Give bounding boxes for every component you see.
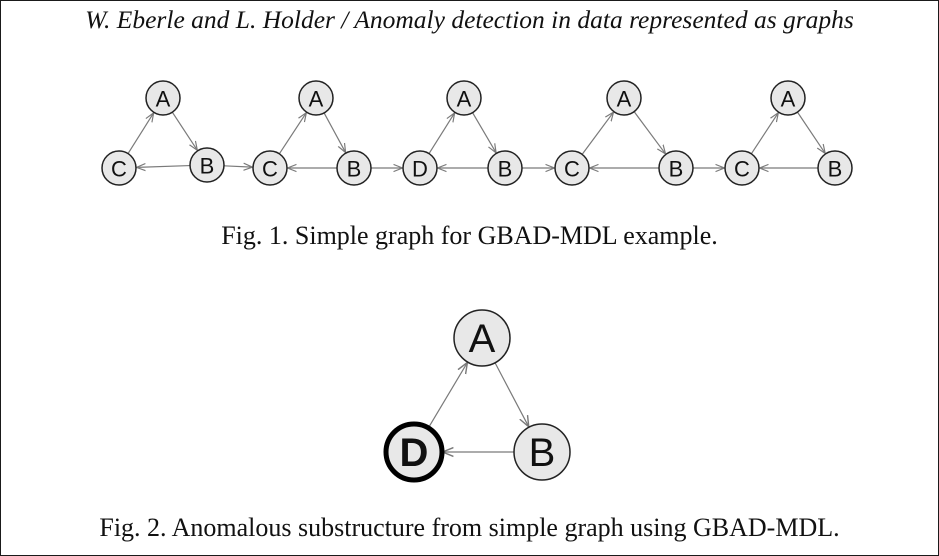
fig1-node-circle (817, 150, 853, 186)
fig1-node-g4b: B (658, 150, 694, 186)
figure-1-graph: A B C A B C A B D A B C A B C (101, 80, 853, 186)
fig1-node-g1c: C (101, 150, 137, 186)
fig1-node-label: C (262, 157, 278, 182)
fig1-edge-g1c-to-g1a (127, 113, 153, 154)
fig2-node-d: D (383, 421, 445, 483)
fig1-node-circle (298, 80, 334, 116)
fig1-node-g3b: B (487, 150, 523, 186)
fig1-node-circle (252, 150, 288, 186)
fig1-node-label: B (498, 157, 513, 182)
fig1-node-label: A (457, 87, 472, 112)
fig1-node-circle (554, 150, 590, 186)
fig1-node-label: C (734, 157, 750, 182)
running-head: W. Eberle and L. Holder / Anomaly detect… (85, 5, 854, 34)
fig1-node-label: A (156, 87, 171, 112)
fig2-node-circle (453, 309, 511, 367)
fig1-edge-g3d-to-g3a (428, 113, 454, 154)
fig1-node-circle (606, 80, 642, 116)
fig1-edge-g2a-to-g2b (323, 112, 345, 152)
fig1-node-circle (336, 150, 372, 186)
fig2-node-circle (383, 421, 445, 483)
fig1-node-circle (724, 150, 760, 186)
figure-1-caption: Fig. 1. Simple graph for GBAD-MDL exampl… (221, 221, 718, 250)
fig2-node-circle (513, 423, 571, 481)
fig1-edge-g4a-to-g4b (633, 111, 665, 154)
figure-2-caption: Fig. 2. Anomalous substructure from simp… (99, 513, 840, 542)
fig1-edge-g1b-to-g1c (137, 166, 191, 168)
fig1-node-label: C (564, 157, 580, 182)
fig1-node-circle (658, 150, 694, 186)
fig1-node-label: B (200, 154, 215, 179)
fig2-edge-a-to-b (494, 362, 528, 427)
fig1-node-circle (446, 80, 482, 116)
fig1-node-label: B (347, 157, 362, 182)
fig1-edge-g1a-to-g1b (171, 111, 197, 150)
fig1-node-g4c: C (554, 150, 590, 186)
figure-2-graph: A B D (383, 309, 571, 483)
fig1-edge-g2c-to-g2a (278, 113, 306, 155)
fig1-node-g5a: A (770, 80, 806, 116)
fig1-node-g1a: A (145, 80, 181, 116)
fig2-node-a: A (453, 309, 511, 367)
fig1-node-g3a: A (446, 80, 482, 116)
fig1-node-label: A (781, 87, 796, 112)
fig1-edge-g1b-to-g2c (223, 166, 252, 167)
fig1-node-g5b: B (817, 150, 853, 186)
fig1-node-g1b: B (189, 147, 225, 183)
fig1-node-circle (101, 150, 137, 186)
fig1-node-g2c: C (252, 150, 288, 186)
fig1-node-g2a: A (298, 80, 334, 116)
fig1-node-circle (402, 150, 438, 186)
fig1-edge-g4c-to-g4a (581, 112, 613, 155)
fig1-node-circle (487, 150, 523, 186)
fig1-node-g3d: D (402, 150, 438, 186)
fig2-node-b: B (513, 423, 571, 481)
fig1-node-g5c: C (724, 150, 760, 186)
fig2-node-label: D (400, 431, 429, 475)
fig1-node-g2b: B (336, 150, 372, 186)
fig1-node-label: A (309, 87, 324, 112)
fig1-node-label: A (617, 87, 632, 112)
fig1-edge-g5c-to-g5a (750, 113, 778, 155)
fig2-node-label: B (529, 431, 556, 475)
fig1-edge-g3a-to-g3b (472, 112, 496, 153)
fig1-node-circle (770, 80, 806, 116)
fig2-node-label: A (469, 317, 496, 361)
fig1-node-label: D (412, 157, 428, 182)
fig1-node-circle (189, 147, 225, 183)
fig1-edge-g5a-to-g5b (796, 111, 824, 153)
fig1-node-circle (145, 80, 181, 116)
fig1-node-g4a: A (606, 80, 642, 116)
fig2-edge-d-to-a (427, 363, 467, 429)
fig1-node-label: B (828, 157, 843, 182)
fig1-node-label: B (669, 157, 684, 182)
fig1-node-label: C (111, 157, 127, 182)
